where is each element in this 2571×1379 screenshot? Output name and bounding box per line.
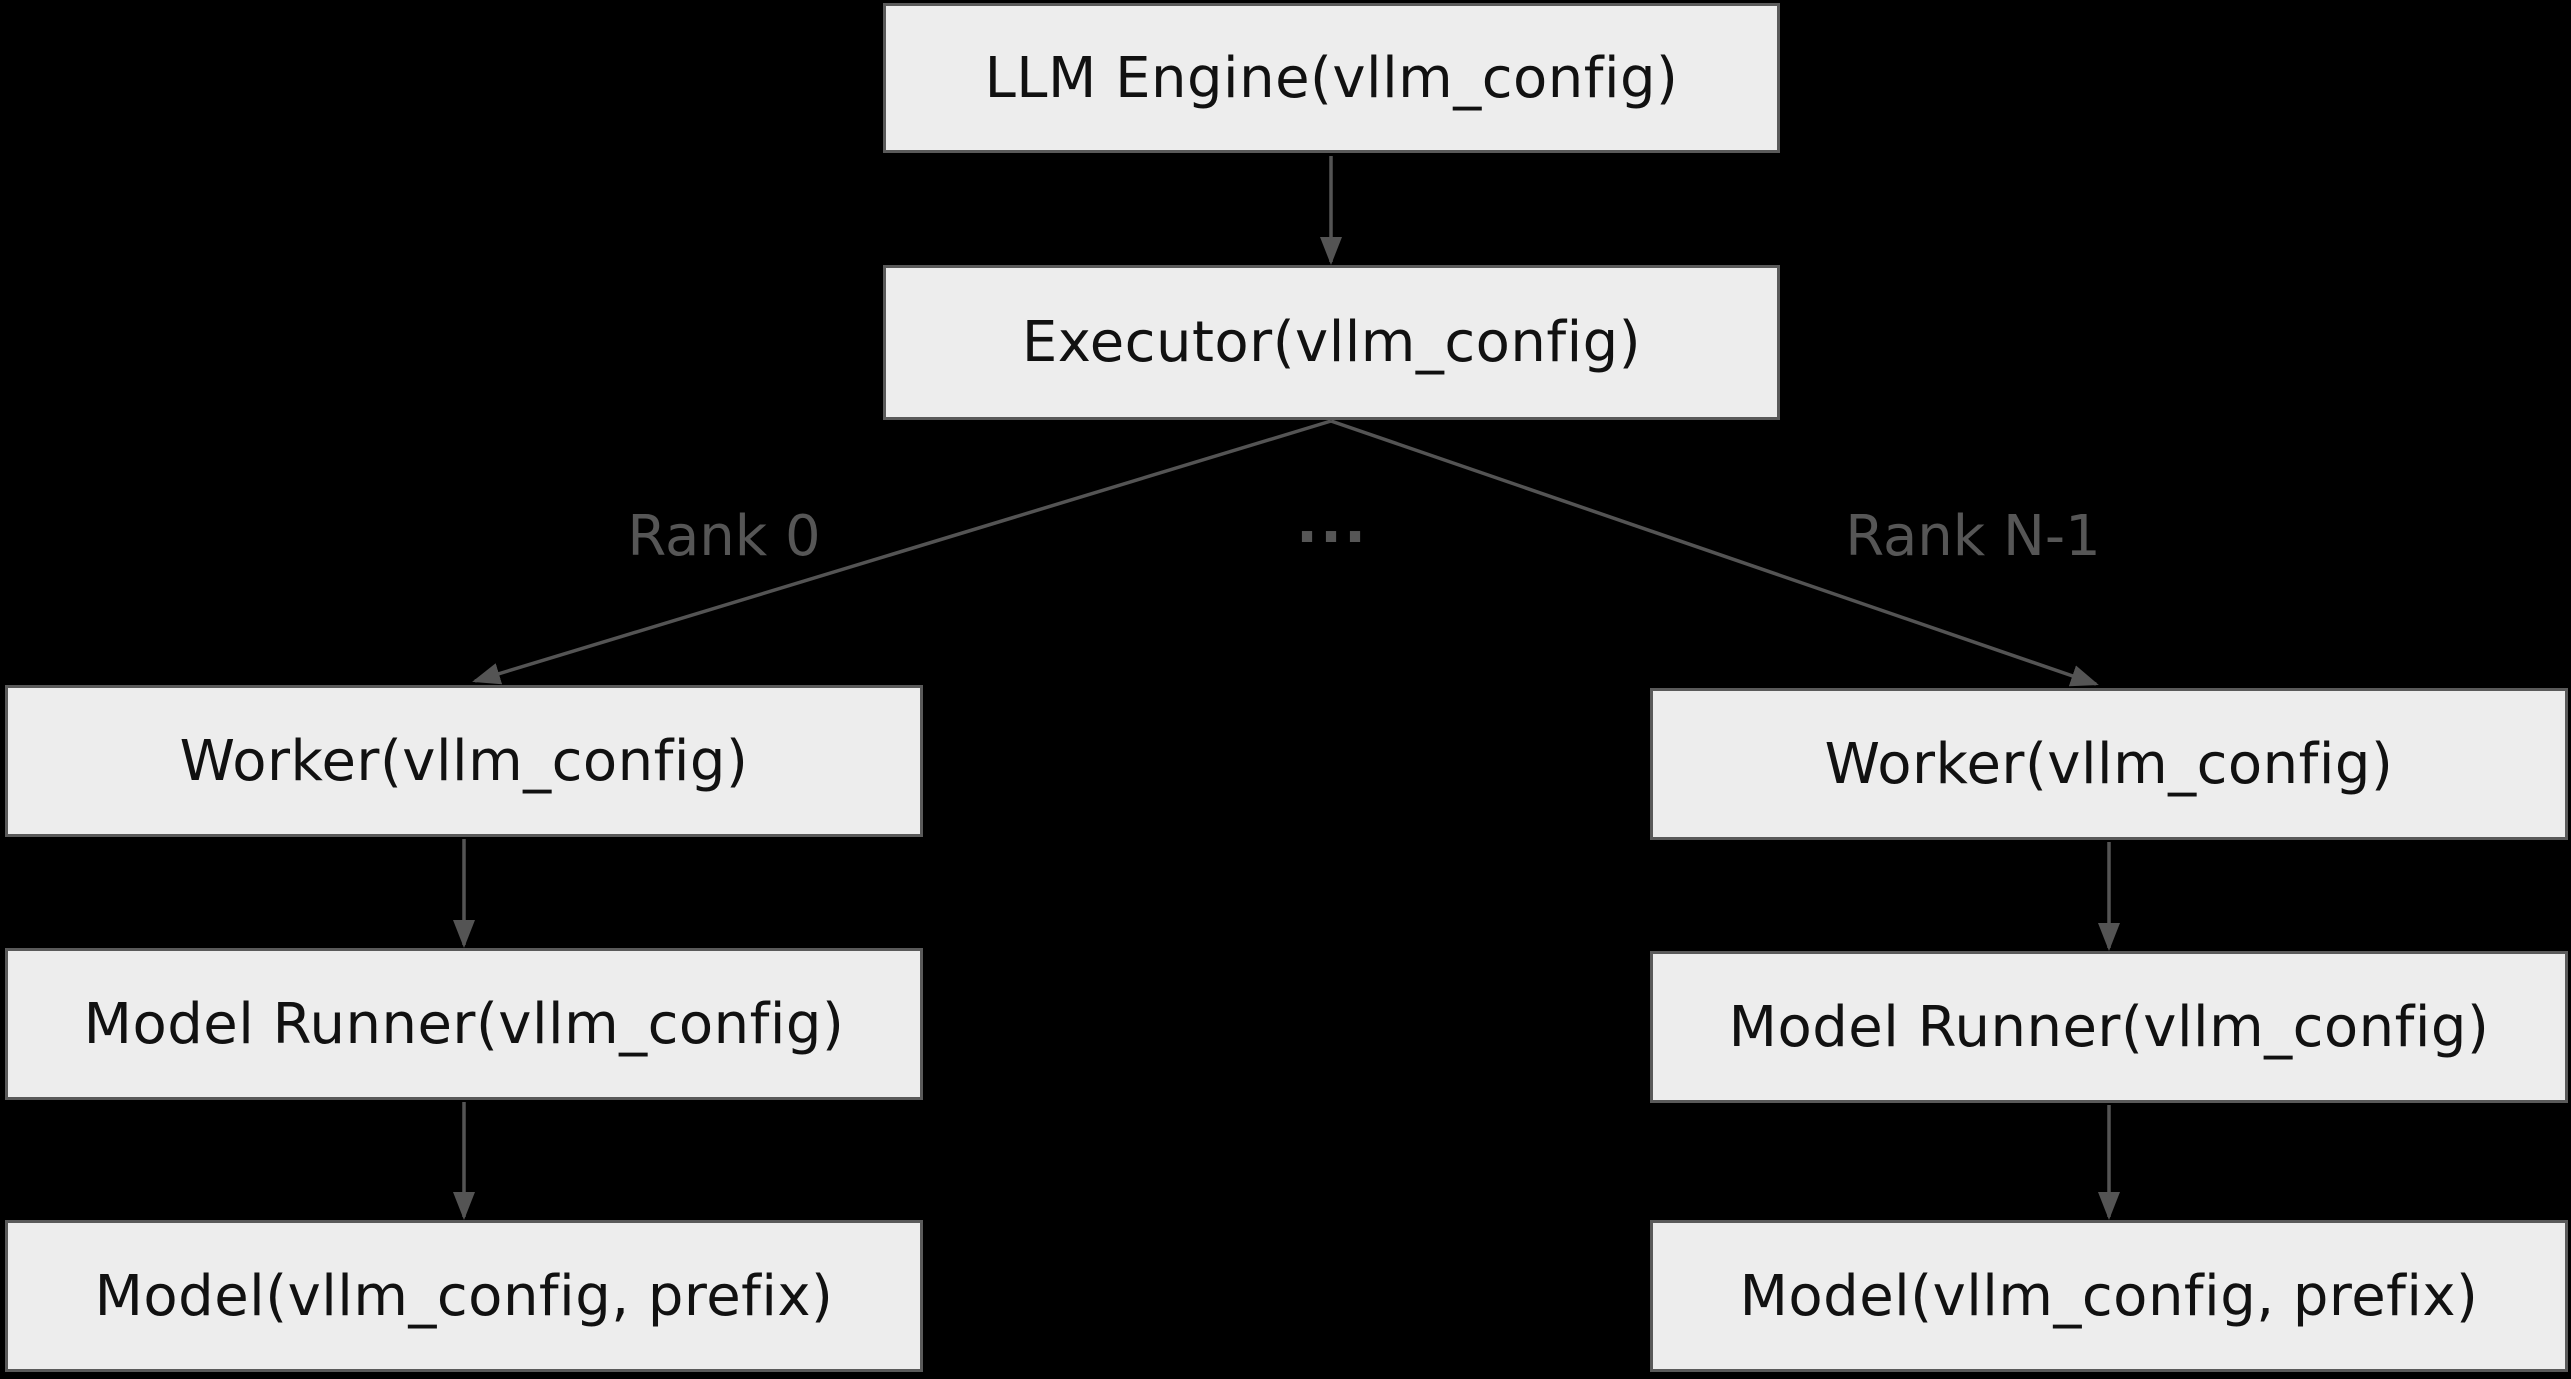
edge-label-rank-0: Rank 0 <box>627 504 821 569</box>
node-llm-engine: LLM Engine(vllm_config) <box>883 3 1780 153</box>
node-model-rank-0: Model(vllm_config, prefix) <box>5 1220 923 1372</box>
node-model-runner-rank-n: Model Runner(vllm_config) <box>1650 951 2568 1103</box>
node-executor: Executor(vllm_config) <box>883 265 1780 420</box>
node-model-runner-rank-0: Model Runner(vllm_config) <box>5 948 923 1100</box>
edge-label-rank-n: Rank N-1 <box>1845 504 2101 569</box>
node-model-rank-n: Model(vllm_config, prefix) <box>1650 1220 2568 1372</box>
edge-label-ellipsis: ... <box>1295 488 1369 556</box>
node-worker-rank-0: Worker(vllm_config) <box>5 685 923 837</box>
node-worker-rank-n: Worker(vllm_config) <box>1650 688 2568 840</box>
